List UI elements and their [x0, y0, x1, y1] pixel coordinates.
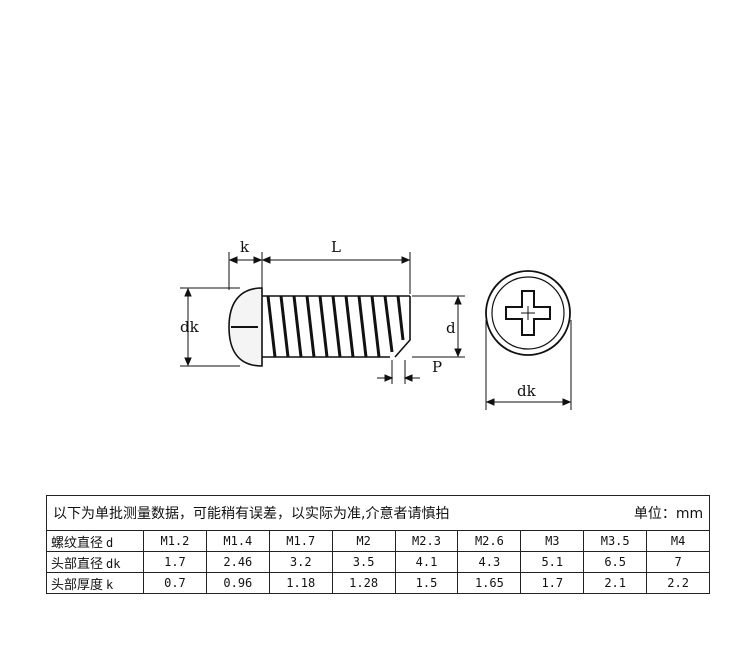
table-cell: M1.7 [268, 530, 333, 552]
note-row: 以下为单批测量数据，可能稍有误差，以实际为准,介意者请慎拍 单位：mm [45, 495, 711, 531]
table-cell: M3.5 [583, 530, 648, 552]
label-P: P [432, 358, 442, 376]
label-dk-side: dk [180, 318, 200, 336]
table-cell: 6.5 [583, 551, 648, 573]
spec-table: 以下为单批测量数据，可能稍有误差，以实际为准,介意者请慎拍 单位：mm 螺纹直径… [45, 495, 711, 594]
note-text: 以下为单批测量数据，可能稍有误差，以实际为准,介意者请慎拍 [53, 506, 450, 522]
table-cell: 1.65 [457, 572, 522, 594]
table-cell: 0.96 [205, 572, 270, 594]
table-cell: M1.4 [205, 530, 270, 552]
table-cell: 3.5 [331, 551, 396, 573]
table-cell: M2.3 [394, 530, 459, 552]
center-mark [521, 306, 535, 320]
dimension-lines [180, 252, 572, 410]
screw-diagram: k L dk d P dk [180, 238, 572, 410]
table-cell: M1.2 [143, 530, 207, 552]
table-cell: 7 [646, 551, 711, 573]
table-cell: M2 [331, 530, 396, 552]
table-cell: 2.1 [583, 572, 648, 594]
screw-top-view [485, 270, 571, 356]
threads [266, 295, 405, 358]
label-k: k [240, 238, 250, 256]
head-outer-circle [485, 270, 571, 356]
table-cell: 1.18 [268, 572, 333, 594]
table-cell: 4.1 [394, 551, 459, 573]
table-cell: 1.28 [331, 572, 396, 594]
table-cell: M4 [646, 530, 711, 552]
note-cell: 以下为单批测量数据，可能稍有误差，以实际为准,介意者请慎拍 单位：mm [45, 495, 711, 531]
table-cell: M2.6 [457, 530, 522, 552]
shank-tip [394, 296, 411, 358]
table-cell: 1.5 [394, 572, 459, 594]
screw-side-view [228, 287, 411, 367]
head-inner-circle [491, 276, 565, 350]
table-cell: 2.2 [646, 572, 711, 594]
unit-text: 单位：mm [633, 506, 704, 522]
table-cell: 4.3 [457, 551, 522, 573]
table-cell: 3.2 [268, 551, 333, 573]
table-cell: 1.7 [520, 572, 585, 594]
table-cell: 1.7 [143, 551, 207, 573]
label-dk-top: dk [517, 382, 537, 400]
table-cell: 5.1 [520, 551, 585, 573]
table-cell: 2.46 [205, 551, 270, 573]
table-cell: M3 [520, 530, 585, 552]
label-d: d [446, 319, 456, 337]
label-L: L [331, 238, 341, 256]
table-cell: 0.7 [143, 572, 207, 594]
